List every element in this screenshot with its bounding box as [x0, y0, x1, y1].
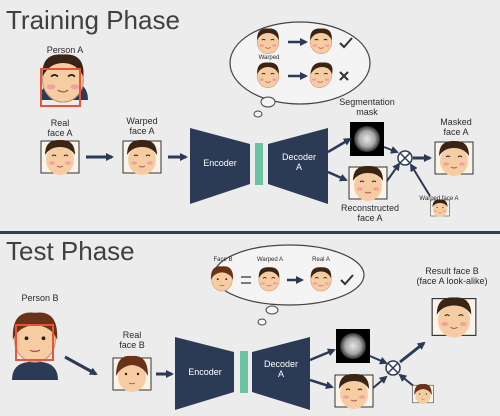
bottleneck-block [255, 143, 263, 185]
real-face-b-label: Real face B [119, 330, 145, 350]
test-phase-title: Test Phase [6, 236, 135, 266]
encoder-block [190, 128, 250, 204]
real-face-b-icon [112, 355, 152, 393]
decoder-label: Decoder A [281, 152, 317, 172]
bubble-face-b-label: Face B [213, 257, 233, 263]
bubble-face-icon [256, 61, 280, 89]
segmentation-mask-icon [350, 122, 384, 156]
person-b-icon [11, 311, 59, 363]
decoder-block [252, 337, 310, 410]
segmentation-mask-label: Segmentation mask [339, 97, 395, 117]
warped-face-a-label: Warped face A [126, 116, 158, 136]
segmentation-mask-icon [336, 329, 370, 363]
masked-face-a-icon [434, 140, 474, 177]
reconstructed-face-a-label: Reconstructed face A [340, 203, 400, 223]
multiply-icon [397, 150, 413, 166]
bottleneck-block [240, 351, 248, 393]
warped-face-small-label: Warped face A [419, 196, 459, 202]
reconstructed-face-icon [334, 373, 374, 410]
encoder-block [175, 337, 234, 410]
encoder-label: Encoder [203, 158, 237, 168]
multiply-icon [385, 360, 401, 376]
reconstructed-face-a-icon [348, 165, 388, 202]
target-box [15, 324, 54, 361]
input-face-small-icon [412, 383, 434, 405]
cross-icon [339, 71, 349, 81]
bubble-face-icon [309, 27, 333, 55]
training-phase-title: Training Phase [6, 5, 180, 35]
bubble-warped-a-label: Warped A [256, 257, 284, 263]
check-icon [340, 274, 354, 286]
encoder-label: Encoder [188, 367, 222, 377]
phase-divider [0, 231, 500, 234]
masked-face-a-label: Masked face A [440, 117, 472, 137]
bubble-real-a-label: Real A [312, 257, 330, 263]
approx-icon [241, 276, 251, 284]
decoder-label: Decoder A [263, 359, 299, 379]
result-face-b-label: Result face B (face A look-alike) [416, 266, 488, 286]
bubble-real-a-icon [310, 266, 332, 292]
person-b-label: Person B [21, 293, 59, 303]
check-icon [339, 37, 353, 49]
decoder-block [268, 128, 328, 204]
warped-face-a-icon [122, 139, 162, 176]
real-face-a-label: Real face A [47, 118, 73, 138]
bubble-face-icon [256, 27, 280, 55]
bubble-warped-label: Warped [258, 55, 280, 61]
bubble-warped-a-icon [258, 266, 280, 292]
person-a-icon [41, 53, 85, 103]
training-thought-bubble [229, 21, 371, 105]
target-box [40, 68, 81, 107]
result-face-b-icon [431, 296, 477, 339]
test-thought-bubble [213, 244, 365, 306]
person-a-label: Person A [46, 45, 84, 55]
real-face-a-icon [40, 139, 80, 176]
bubble-face-b-icon [210, 265, 234, 292]
